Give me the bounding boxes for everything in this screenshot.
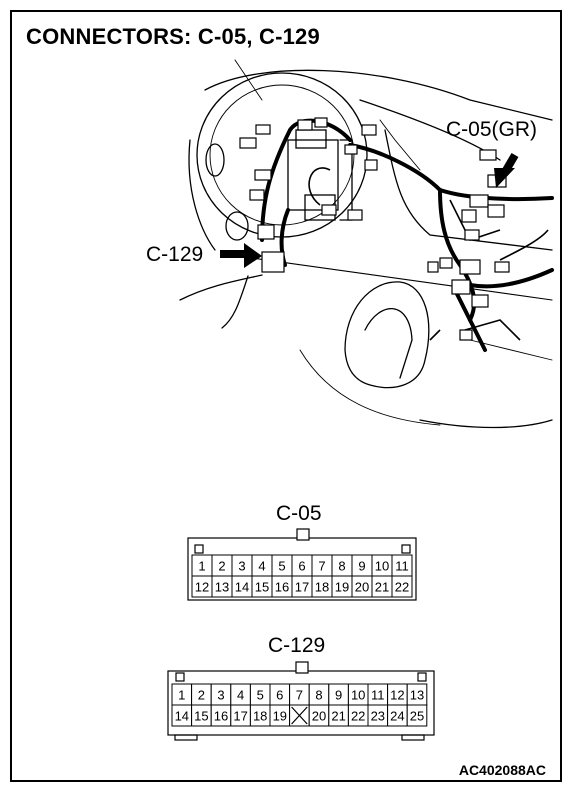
- diagram-frame: [10, 10, 562, 782]
- pin-number: 20: [355, 580, 369, 595]
- pin-number: 4: [258, 559, 265, 574]
- pin-number: 17: [295, 580, 309, 595]
- pin-number: 18: [315, 580, 329, 595]
- pin-number: 5: [257, 688, 264, 703]
- pin-number: 6: [298, 559, 305, 574]
- c05-arrow: [494, 152, 519, 188]
- pin-number: 8: [315, 688, 322, 703]
- pin-number: 15: [255, 580, 269, 595]
- pin-number: 20: [312, 709, 326, 724]
- pin-number: 9: [335, 688, 342, 703]
- blank-pin-mark: [291, 706, 308, 725]
- pin-number: 18: [253, 709, 267, 724]
- pin-number: 12: [390, 688, 404, 703]
- pin-number: 2: [218, 559, 225, 574]
- pin-number: 24: [390, 709, 404, 724]
- pin-number: 21: [331, 709, 345, 724]
- connector-c129-title: C-129: [268, 634, 326, 657]
- pin-number: 1: [178, 688, 185, 703]
- connector-c05-title: C-05: [276, 502, 322, 525]
- pin-number: 9: [358, 559, 365, 574]
- pin-number: 12: [195, 580, 209, 595]
- pin-number: 5: [278, 559, 285, 574]
- pin-number: 3: [238, 559, 245, 574]
- pin-number: 11: [371, 688, 385, 703]
- pin-number: 10: [351, 688, 365, 703]
- pin-cell: [406, 704, 428, 727]
- figure-code: AC402088AC: [458, 762, 546, 778]
- pin-number: 8: [338, 559, 345, 574]
- pin-number: 13: [215, 580, 229, 595]
- page-title: CONNECTORS: C-05, C-129: [26, 24, 320, 49]
- pin-number: 17: [233, 709, 247, 724]
- callout-c05: C-05(GR): [446, 118, 538, 141]
- pin-cell: [391, 575, 413, 598]
- pin-number: 7: [318, 559, 325, 574]
- pin-number: 25: [410, 709, 424, 724]
- pin-number: 11: [395, 559, 409, 574]
- pin-number: 14: [175, 709, 189, 724]
- pin-number: 10: [375, 559, 389, 574]
- pin-number: 3: [217, 688, 224, 703]
- pin-number: 22: [395, 580, 409, 595]
- pin-number: 19: [273, 709, 287, 724]
- pin-number: 4: [237, 688, 244, 703]
- pin-number: 16: [214, 709, 228, 724]
- pin-number: 6: [276, 688, 283, 703]
- pin-number: 23: [371, 709, 385, 724]
- c129-arrow: [220, 243, 262, 268]
- pin-number: 14: [235, 580, 249, 595]
- pin-number: 19: [335, 580, 349, 595]
- pin-number: 13: [410, 688, 424, 703]
- pin-number: 7: [296, 688, 303, 703]
- pin-number: 16: [275, 580, 289, 595]
- pin-number: 1: [198, 559, 205, 574]
- pin-number: 15: [194, 709, 208, 724]
- pin-number: 2: [198, 688, 205, 703]
- callout-c129: C-129: [146, 243, 204, 266]
- pin-number: 22: [351, 709, 365, 724]
- pin-number: 21: [375, 580, 389, 595]
